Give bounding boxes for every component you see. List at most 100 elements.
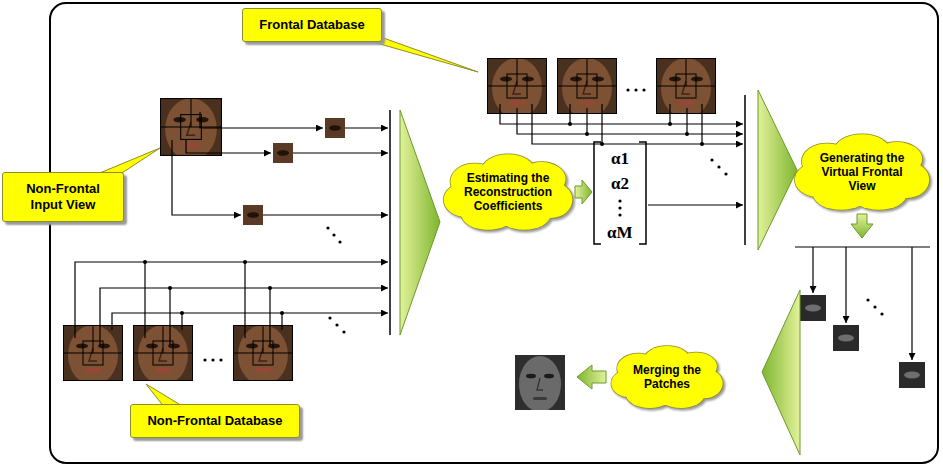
wire [648,204,743,205]
wire [269,288,270,345]
dot [626,88,629,91]
wire [812,247,813,293]
node-text: Frontal Database [259,17,365,33]
patch-wires [172,112,388,215]
node-text: Non-Frontal Input View [19,181,107,213]
dot [618,199,621,202]
wire [293,152,388,153]
dot [717,165,720,168]
ellipsis-dots [326,226,341,243]
output-face [515,355,565,412]
dot [873,305,876,308]
dot [211,358,214,361]
wire [701,104,702,144]
wire [172,140,241,215]
wire [244,262,245,338]
dot [335,323,338,326]
wire [686,108,687,134]
collector-bar [744,95,746,245]
wire [517,108,743,134]
process-cloud: Merging the Patches [609,345,725,409]
flow-arrow [400,110,440,335]
face-patch [273,143,293,163]
dot [866,298,869,301]
dot [203,358,206,361]
patch-wires [795,247,930,360]
input-face [160,98,222,160]
dot [880,312,883,315]
vector-dots [618,199,621,216]
dot [328,316,331,319]
small-flow-arrow [577,365,606,389]
junction-dots [143,260,284,315]
flow-arrow [762,290,800,455]
wire [669,104,670,124]
node-text: Merging the Patches [629,363,705,391]
small-flow-arrow [575,180,592,204]
wire [186,140,271,153]
dot [180,311,184,315]
wire [181,313,182,330]
dot [618,206,621,209]
outer-frame [50,3,938,463]
ellipsis-dots [626,88,727,175]
callout-box: Non-Frontal Database [130,404,300,438]
wire [169,288,170,345]
callout-box: Non-Frontal Input View [2,172,124,222]
callout-box: Frontal Database [242,8,382,42]
dot [338,240,341,243]
wire [569,104,570,124]
wire [345,127,388,128]
vector-bracket [594,142,601,244]
collector-bar [389,110,391,335]
vector-coefficient: αM [607,223,633,242]
wire [263,214,388,215]
small-flow-arrow [851,214,873,238]
dot [618,213,621,216]
virtual-patch [833,325,859,351]
face-patch [325,118,345,138]
dot [143,260,147,264]
dot [332,233,335,236]
dot [268,286,272,290]
node-text: Estimating the Reconstruction Coefficien… [461,171,555,213]
wire [500,104,743,124]
dot [668,122,672,126]
wire [75,262,388,338]
database-face [133,325,193,385]
dot [568,122,572,126]
dot [585,132,589,136]
database-face [63,325,123,385]
wire [911,247,912,360]
dot [342,330,345,333]
vector-bracket [639,142,646,244]
wire [100,288,388,345]
wire [601,104,602,144]
wire [144,262,145,338]
dot [634,88,637,91]
wire [200,112,323,128]
node-text: Non-Frontal Database [147,413,283,429]
dot [642,88,645,91]
virtual-patch [899,362,925,388]
vector-coefficient: α1 [611,149,629,168]
dot [168,286,172,290]
dot [710,158,713,161]
dot [243,260,247,264]
process-cloud: Estimating the Reconstruction Coefficien… [441,153,575,231]
dot [219,358,222,361]
wire [845,247,846,323]
wire [112,313,388,330]
database-wires [75,262,388,345]
vector-coefficient: α2 [611,174,629,193]
junction-dots [568,122,704,146]
ellipsis-dots [866,298,883,315]
wire [795,246,930,247]
flow-arrow [758,90,797,250]
face-patch [243,205,263,225]
wire [586,108,587,134]
dot [700,142,704,146]
dot [685,132,689,136]
